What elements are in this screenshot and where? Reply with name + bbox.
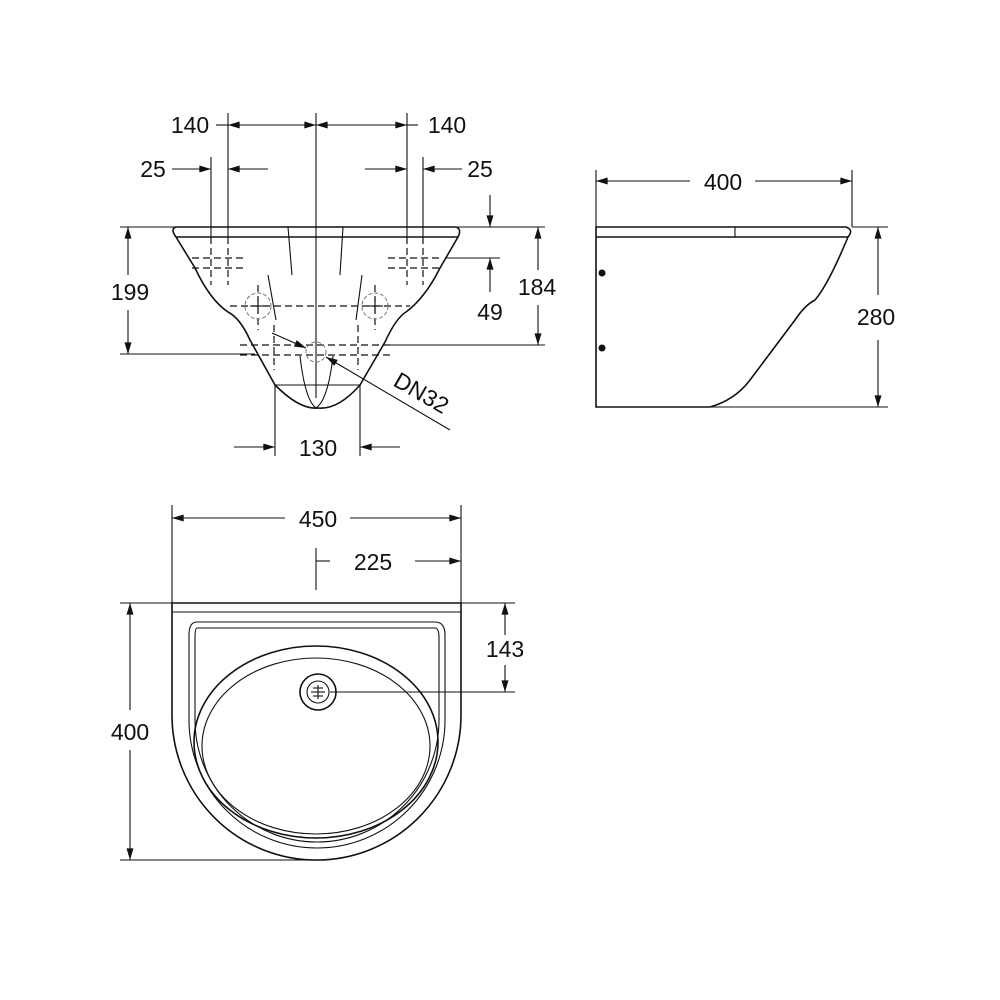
dim-140-right: 140 <box>428 112 466 138</box>
dim-199: 199 <box>111 279 149 305</box>
basin-side-outline <box>595 226 852 408</box>
dim-184: 184 <box>518 274 557 300</box>
side-view: 400 280 <box>595 169 895 408</box>
basin-front-outline <box>172 226 461 409</box>
mounting-holes <box>192 237 440 370</box>
mounting-bolt <box>598 344 606 352</box>
top-view: 450 225 143 400 <box>111 505 524 861</box>
dim-130: 130 <box>299 435 337 461</box>
dim-143: 143 <box>486 636 524 662</box>
dim-280: 280 <box>857 304 895 330</box>
dim-140-left: 140 <box>171 112 209 138</box>
dim-450: 450 <box>299 506 337 532</box>
basin-bowl <box>193 645 439 839</box>
drain-label-dn32: DN32 <box>390 367 454 419</box>
dim-25-left: 25 <box>140 156 166 182</box>
dim-400-side: 400 <box>704 169 742 195</box>
dim-25-right: 25 <box>467 156 493 182</box>
basin-top-outline <box>171 602 462 861</box>
dim-225: 225 <box>354 549 392 575</box>
mounting-bolt <box>598 269 606 277</box>
front-view: 140 140 25 25 199 184 49 130 DN32 <box>111 112 557 461</box>
inner-rim <box>188 621 446 849</box>
bowl-inner-curve <box>299 355 334 409</box>
dim-400-top: 400 <box>111 719 149 745</box>
dim-49: 49 <box>477 299 503 325</box>
